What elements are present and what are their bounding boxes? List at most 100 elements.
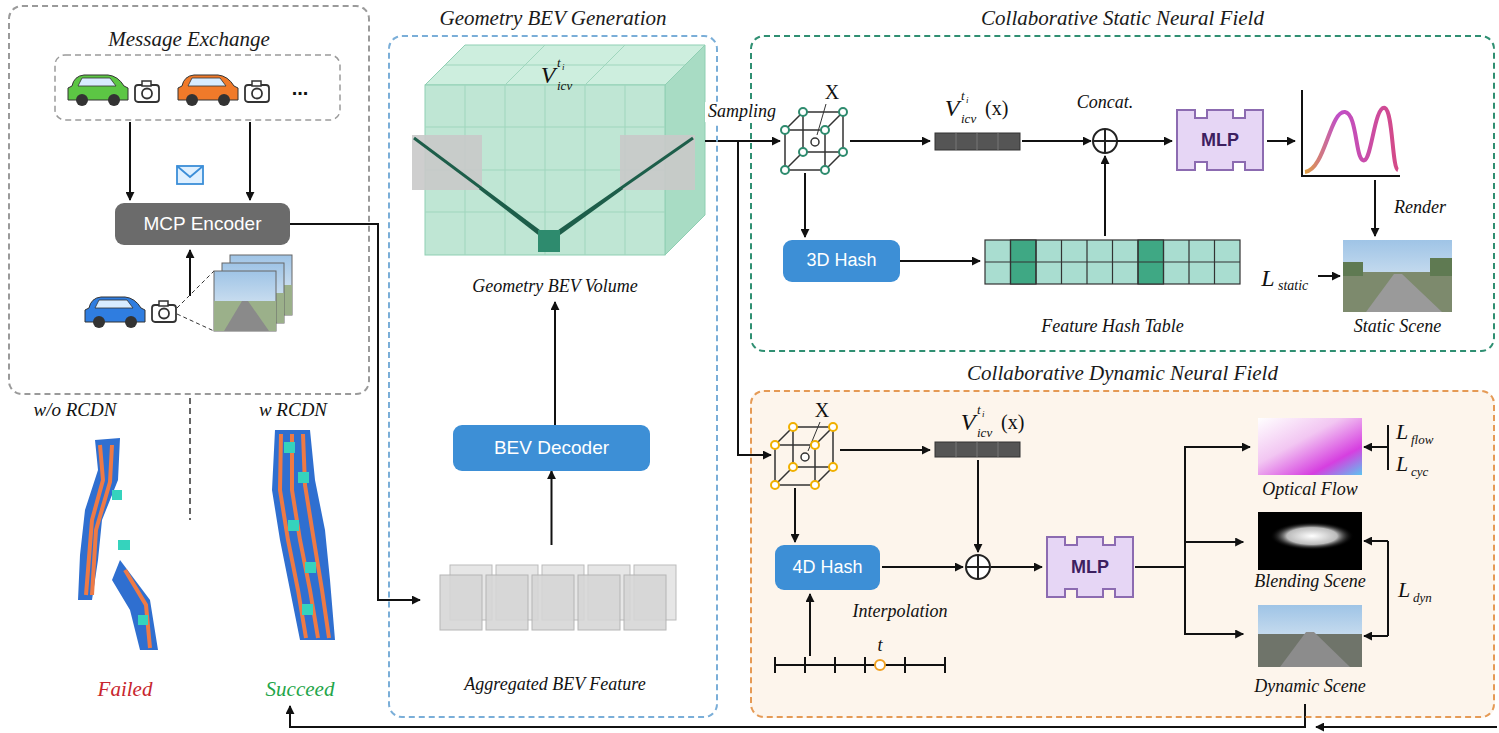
camera-image-stack-part	[214, 271, 276, 331]
sample-cube-part	[771, 481, 779, 489]
loss-symbol: L	[1398, 578, 1410, 602]
flow-arrow	[1117, 140, 1172, 142]
camera-image-stack-part	[224, 301, 269, 331]
divider-line	[189, 398, 191, 520]
feature-vector-part	[956, 442, 998, 457]
scene-image-part	[1343, 240, 1452, 312]
map-failed-part	[112, 560, 158, 650]
box-label: BEV Decoder	[494, 437, 609, 460]
symbol-subscript: i	[562, 63, 565, 73]
connector-arrow	[1135, 567, 1243, 634]
map-succeeded-part	[288, 520, 299, 531]
result-label: Failed	[98, 678, 153, 701]
map-failed-part	[112, 490, 122, 500]
bev-volume-part	[556, 188, 622, 236]
flow-arrow	[804, 173, 806, 237]
figure-caption: Optical Flow	[1262, 479, 1358, 499]
density-plot-part	[1305, 108, 1398, 172]
car-icon-part	[178, 75, 238, 100]
camera-icon-part	[252, 81, 261, 86]
car-icon-part	[186, 94, 198, 106]
symbol-argument: (x)	[1001, 411, 1024, 433]
sample-cube-part	[801, 453, 809, 461]
module-panel: Message ExchangeMCP Encoder	[8, 5, 370, 395]
map-failed-part	[78, 438, 120, 600]
scene-image	[1258, 605, 1362, 667]
time-axis-part	[775, 664, 945, 666]
loss-subscript: static	[1278, 278, 1308, 293]
sample-cube-part	[839, 108, 847, 116]
time-axis-part	[875, 660, 885, 670]
camera-icon-part	[142, 81, 151, 86]
car-icon-part	[108, 94, 120, 106]
flow-arrow	[882, 566, 963, 568]
step-label: Sampling	[705, 102, 779, 122]
camera-icon-part	[245, 85, 269, 102]
condition-label: w/o RCDN	[34, 400, 117, 421]
figure-panel: Static Scene	[1330, 238, 1465, 342]
car-icon-part	[85, 297, 145, 322]
car-icon-part	[95, 300, 133, 308]
panel-title: Collaborative Dynamic Neural Field	[967, 361, 1278, 385]
sample-cube-part	[839, 148, 847, 156]
box-label: MCP Encoder	[144, 213, 262, 236]
camera-icon-part	[252, 89, 262, 99]
figure-panel: Aggregated BEV Feature	[420, 545, 690, 700]
sample-cube-part	[811, 481, 819, 489]
vehicle-group-frame	[55, 55, 340, 120]
scene-image-part	[1258, 605, 1362, 667]
step-label: Concat.	[1077, 93, 1134, 113]
figure-caption: Geometry BEV Volume	[472, 276, 638, 296]
loss-bracket-part	[1387, 541, 1389, 636]
concat-symbol-part	[966, 555, 990, 579]
camera-icon-part	[159, 301, 168, 306]
symbol-main: V	[961, 409, 976, 435]
car-icon	[85, 297, 145, 328]
scene-image-part	[1366, 274, 1442, 312]
symbol-subscript: icv	[557, 79, 572, 93]
map-failed-part	[118, 540, 130, 550]
sample-cube-part	[799, 148, 807, 156]
figure-caption: Blending Scene	[1254, 571, 1365, 591]
hash-table-part	[985, 240, 1240, 284]
car-icon-part	[78, 78, 116, 86]
scene-image-part	[1343, 262, 1363, 276]
result-label: Succeed	[266, 678, 335, 701]
panel-ground	[750, 390, 1495, 718]
flow-arrow	[249, 122, 251, 200]
camera-icon	[135, 81, 159, 102]
camera-image-stack-part	[177, 314, 214, 331]
symbol-main: V	[945, 95, 960, 121]
map-succeeded-part	[298, 472, 309, 483]
figure-caption: Feature Hash Table	[1041, 316, 1184, 336]
symbol-subscript: i	[966, 96, 969, 106]
scene-image-part	[1430, 258, 1452, 276]
concat-symbol-part	[1093, 129, 1117, 153]
camera-icon-part	[152, 305, 176, 322]
loss-bracket-part	[1364, 635, 1388, 637]
sample-cube-part	[789, 463, 797, 471]
car-icon-part	[76, 94, 88, 106]
loss-symbol: L	[1261, 265, 1274, 291]
sample-cube	[781, 104, 847, 174]
car-icon-part	[188, 78, 226, 86]
concat-symbol	[966, 555, 990, 579]
sample-cube-part	[775, 427, 833, 485]
flow-arrow	[189, 250, 191, 296]
time-label: t	[877, 636, 882, 656]
module-panel: Collaborative Static Neural FieldMLP3D H…	[750, 35, 1495, 352]
loss-bracket	[1364, 425, 1388, 636]
flow-arrow	[129, 122, 131, 200]
feature-cubes-part	[532, 575, 574, 630]
symbol-superscript: t	[557, 56, 561, 70]
concat-symbol-part	[966, 555, 990, 579]
mlp-block: MLP	[1175, 108, 1265, 172]
feature-cubes	[440, 565, 676, 630]
box-label: 3D Hash	[806, 250, 876, 272]
figure-panel: Dynamic Scene	[1243, 602, 1376, 702]
box-label: 4D Hash	[792, 557, 862, 579]
camera-image-stack-part	[214, 301, 276, 331]
process-box: BEV Decoder	[453, 425, 650, 471]
sample-cube-part	[821, 126, 829, 134]
